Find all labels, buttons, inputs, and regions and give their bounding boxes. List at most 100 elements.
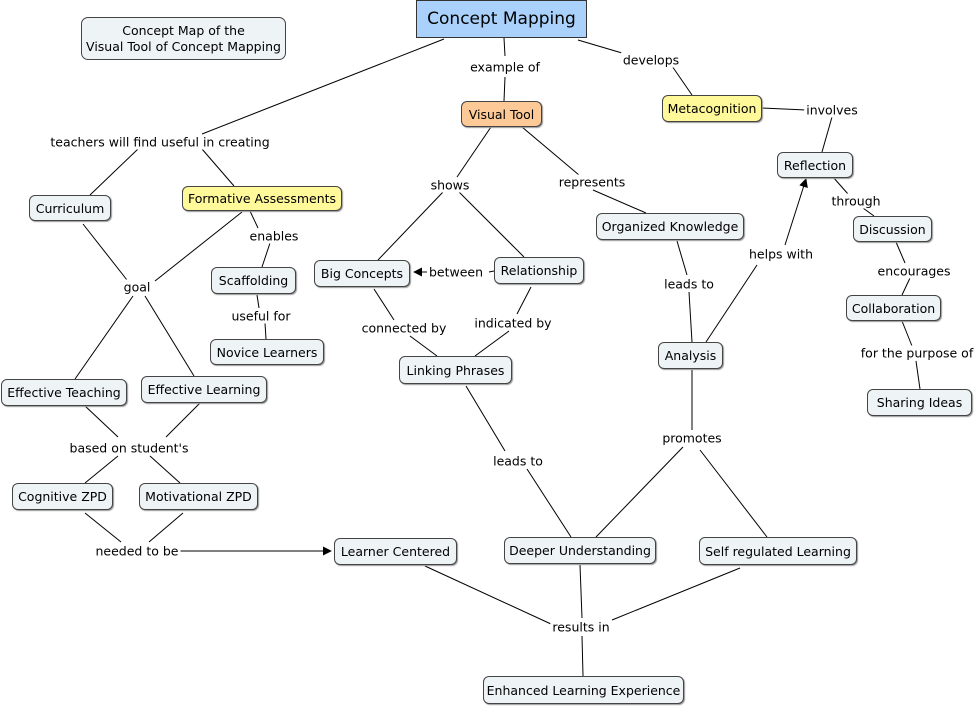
- link-useful-for: useful for: [229, 308, 293, 324]
- line-cognitive-needed: [84, 512, 122, 543]
- line-title-develops: [577, 39, 623, 54]
- line-based-motivational: [149, 455, 181, 484]
- note-line-1: Concept Map of the: [122, 22, 245, 38]
- link-enables: enables: [247, 228, 301, 244]
- node-curriculum[interactable]: Curriculum: [29, 195, 111, 221]
- line-goal-effective-teaching: [74, 295, 134, 380]
- line-shows-relationship: [458, 191, 525, 258]
- line-relationship-indicated: [516, 286, 532, 315]
- line-teachers-formative: [201, 148, 235, 187]
- link-helps-with: helps with: [746, 246, 816, 262]
- line-learner-results: [424, 565, 552, 625]
- node-discussion[interactable]: Discussion: [853, 216, 932, 242]
- link-develops: develops: [620, 52, 682, 68]
- link-goal: goal: [121, 279, 153, 295]
- node-learner-centered[interactable]: Learner Centered: [334, 538, 457, 565]
- line-useful-novice: [264, 322, 267, 340]
- node-analysis[interactable]: Analysis: [658, 342, 723, 369]
- line-promotes-deeper: [595, 446, 684, 538]
- line-organized-leads-to: [676, 240, 688, 276]
- node-self-regulated-learning[interactable]: Self regulated Learning: [699, 537, 857, 565]
- line-goal-effective-learning: [144, 295, 195, 377]
- line-visual-tool-shows: [456, 126, 492, 178]
- line-big-concepts-connected: [373, 288, 395, 321]
- line-curriculum-goal: [82, 223, 128, 281]
- line-encourages-collaboration: [901, 277, 911, 296]
- link-between: between: [426, 264, 486, 280]
- line-discussion-encourages: [895, 241, 906, 264]
- line-example-of-visual-tool: [503, 76, 506, 102]
- line-leads-to-deeper: [526, 468, 572, 538]
- node-linking-phrases[interactable]: Linking Phrases: [399, 356, 512, 384]
- link-leads-to-analysis: leads to: [662, 276, 716, 292]
- line-reflection-through: [832, 176, 849, 195]
- line-develops-metacognition: [671, 65, 693, 96]
- link-leads-to-deeper: leads to: [491, 453, 545, 469]
- link-shows: shows: [428, 177, 472, 193]
- link-teachers-will-find: teachers will find useful in creating: [48, 134, 272, 150]
- line-through-discussion: [862, 207, 875, 217]
- line-collaboration-purpose: [901, 320, 913, 347]
- node-formative-assessments[interactable]: Formative Assessments: [182, 186, 342, 211]
- line-purpose-sharing: [915, 360, 921, 390]
- link-for-the-purpose-of: for the purpose of: [858, 345, 974, 361]
- line-self-regulated-results: [611, 567, 741, 621]
- node-deeper-understanding[interactable]: Deeper Understanding: [504, 537, 656, 564]
- node-visual-tool[interactable]: Visual Tool: [461, 101, 542, 127]
- node-sharing-ideas[interactable]: Sharing Ideas: [867, 389, 972, 416]
- line-analysis-helps-with: [705, 264, 758, 343]
- line-formative-enables: [249, 210, 259, 229]
- line-results-enhanced: [581, 635, 584, 677]
- line-deeper-results: [579, 564, 583, 619]
- node-big-concepts[interactable]: Big Concepts: [314, 260, 410, 287]
- line-title-teachers: [201, 38, 445, 135]
- line-visual-tool-represents: [521, 126, 580, 176]
- line-promotes-self-regulated: [699, 449, 768, 538]
- line-shows-big-concepts: [377, 191, 444, 261]
- node-motivational-zpd[interactable]: Motivational ZPD: [139, 483, 258, 510]
- link-encourages: encourages: [875, 263, 953, 279]
- node-collaboration[interactable]: Collaboration: [846, 295, 941, 321]
- link-promotes: promotes: [660, 430, 724, 446]
- line-learning-based: [165, 402, 201, 438]
- node-relationship[interactable]: Relationship: [494, 257, 584, 284]
- line-teaching-based: [83, 404, 119, 438]
- line-motivational-needed: [148, 512, 184, 543]
- node-metacognition[interactable]: Metacognition: [662, 95, 762, 122]
- line-title-example-of: [503, 37, 506, 57]
- node-effective-teaching[interactable]: Effective Teaching: [1, 379, 127, 406]
- node-enhanced-learning-experience[interactable]: Enhanced Learning Experience: [483, 676, 684, 704]
- node-effective-learning[interactable]: Effective Learning: [141, 376, 267, 403]
- map-description-note: Concept Map of the Visual Tool of Concep…: [81, 17, 286, 60]
- line-based-cognitive: [84, 455, 119, 484]
- link-results-in: results in: [550, 619, 612, 635]
- node-reflection[interactable]: Reflection: [777, 152, 853, 178]
- line-teachers-curriculum: [89, 148, 139, 196]
- link-needed-to-be: needed to be: [93, 543, 181, 559]
- line-scaffolding-useful: [256, 294, 260, 309]
- line-involves-reflection: [821, 116, 833, 153]
- note-line-2: Visual Tool of Concept Mapping: [86, 38, 281, 54]
- line-represents-organized: [592, 189, 647, 214]
- line-connected-linking: [409, 335, 438, 357]
- node-concept-mapping[interactable]: Concept Mapping: [416, 0, 587, 38]
- link-represents: represents: [556, 174, 628, 190]
- node-cognitive-zpd[interactable]: Cognitive ZPD: [12, 483, 113, 510]
- link-example-of: example of: [468, 59, 542, 75]
- node-novice-learners[interactable]: Novice Learners: [210, 339, 324, 365]
- line-formative-goal: [154, 211, 243, 282]
- line-indicated-linking: [474, 330, 510, 357]
- line-metacognition-involves: [761, 107, 807, 111]
- link-based-on-students: based on student's: [67, 440, 191, 456]
- line-linking-leads-to: [465, 385, 506, 452]
- line-helps-with-reflection: [784, 178, 808, 246]
- link-connected-by: connected by: [359, 320, 449, 336]
- link-indicated-by: indicated by: [472, 315, 554, 331]
- line-enables-scaffolding: [261, 242, 271, 268]
- line-relationship-between: [488, 270, 495, 273]
- node-scaffolding[interactable]: Scaffolding: [211, 267, 296, 294]
- link-through: through: [829, 193, 883, 209]
- node-organized-knowledge[interactable]: Organized Knowledge: [596, 213, 744, 240]
- link-involves: involves: [804, 102, 860, 118]
